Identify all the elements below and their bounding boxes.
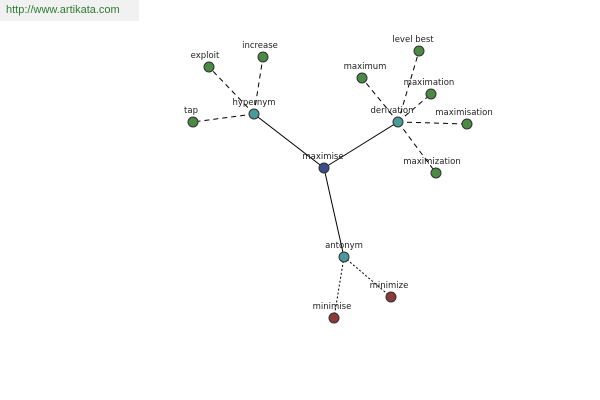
- edge-hypernym-tap: [192, 113, 255, 123]
- node-increase[interactable]: [257, 51, 269, 63]
- node-maximation[interactable]: [425, 88, 437, 100]
- node-minimize[interactable]: [385, 291, 397, 303]
- edge-hypernym-exploit: [208, 66, 255, 115]
- node-hypernym[interactable]: [248, 108, 260, 120]
- node-label-level-best[interactable]: level best: [392, 35, 434, 45]
- edge-derivation-level-best: [397, 50, 420, 123]
- edge-maximise-derivation: [323, 121, 399, 169]
- graph-labels: maximise hypernym derivation antonym exploit…: [184, 35, 493, 312]
- node-minimise[interactable]: [328, 312, 340, 324]
- node-label-maximise[interactable]: maximise: [302, 152, 343, 162]
- node-maximisation[interactable]: [461, 118, 473, 130]
- node-label-maximum[interactable]: maximum: [344, 62, 387, 72]
- edge-maximise-hypernym: [253, 113, 325, 169]
- edge-derivation-maximization: [397, 121, 437, 174]
- node-label-minimise[interactable]: minimise: [313, 302, 352, 312]
- graph-edges: [192, 50, 468, 319]
- node-label-maximisation[interactable]: maximisation: [435, 108, 492, 118]
- node-label-tap[interactable]: tap: [184, 106, 198, 116]
- edge-derivation-maximum: [361, 77, 399, 123]
- edge-derivation-maximisation: [397, 121, 468, 125]
- node-derivation[interactable]: [392, 116, 404, 128]
- graph-nodes: [187, 45, 473, 324]
- node-exploit[interactable]: [203, 61, 215, 73]
- edge-hypernym-increase: [253, 56, 264, 115]
- node-label-hypernym[interactable]: hypernym: [232, 98, 275, 108]
- node-label-antonym[interactable]: antonym: [325, 241, 363, 251]
- node-label-maximation[interactable]: maximation: [404, 78, 455, 88]
- node-maximization[interactable]: [430, 167, 442, 179]
- edge-derivation-maximation: [397, 93, 432, 123]
- site-url-link[interactable]: http://www.artikata.com: [6, 4, 120, 16]
- node-label-minimize[interactable]: minimize: [370, 281, 409, 291]
- node-label-exploit[interactable]: exploit: [191, 51, 220, 61]
- node-tap[interactable]: [187, 116, 199, 128]
- edge-antonym-minimize: [343, 256, 392, 298]
- node-maximise[interactable]: [318, 162, 330, 174]
- node-label-increase[interactable]: increase: [242, 41, 278, 51]
- site-url-banner[interactable]: http://www.artikata.com: [0, 0, 139, 21]
- node-maximum[interactable]: [356, 72, 368, 84]
- node-antonym[interactable]: [338, 251, 350, 263]
- node-level-best[interactable]: [413, 45, 425, 57]
- node-label-derivation[interactable]: derivation: [370, 106, 413, 116]
- edge-maximise-antonym: [323, 167, 345, 258]
- node-label-maximization[interactable]: maximization: [403, 157, 460, 167]
